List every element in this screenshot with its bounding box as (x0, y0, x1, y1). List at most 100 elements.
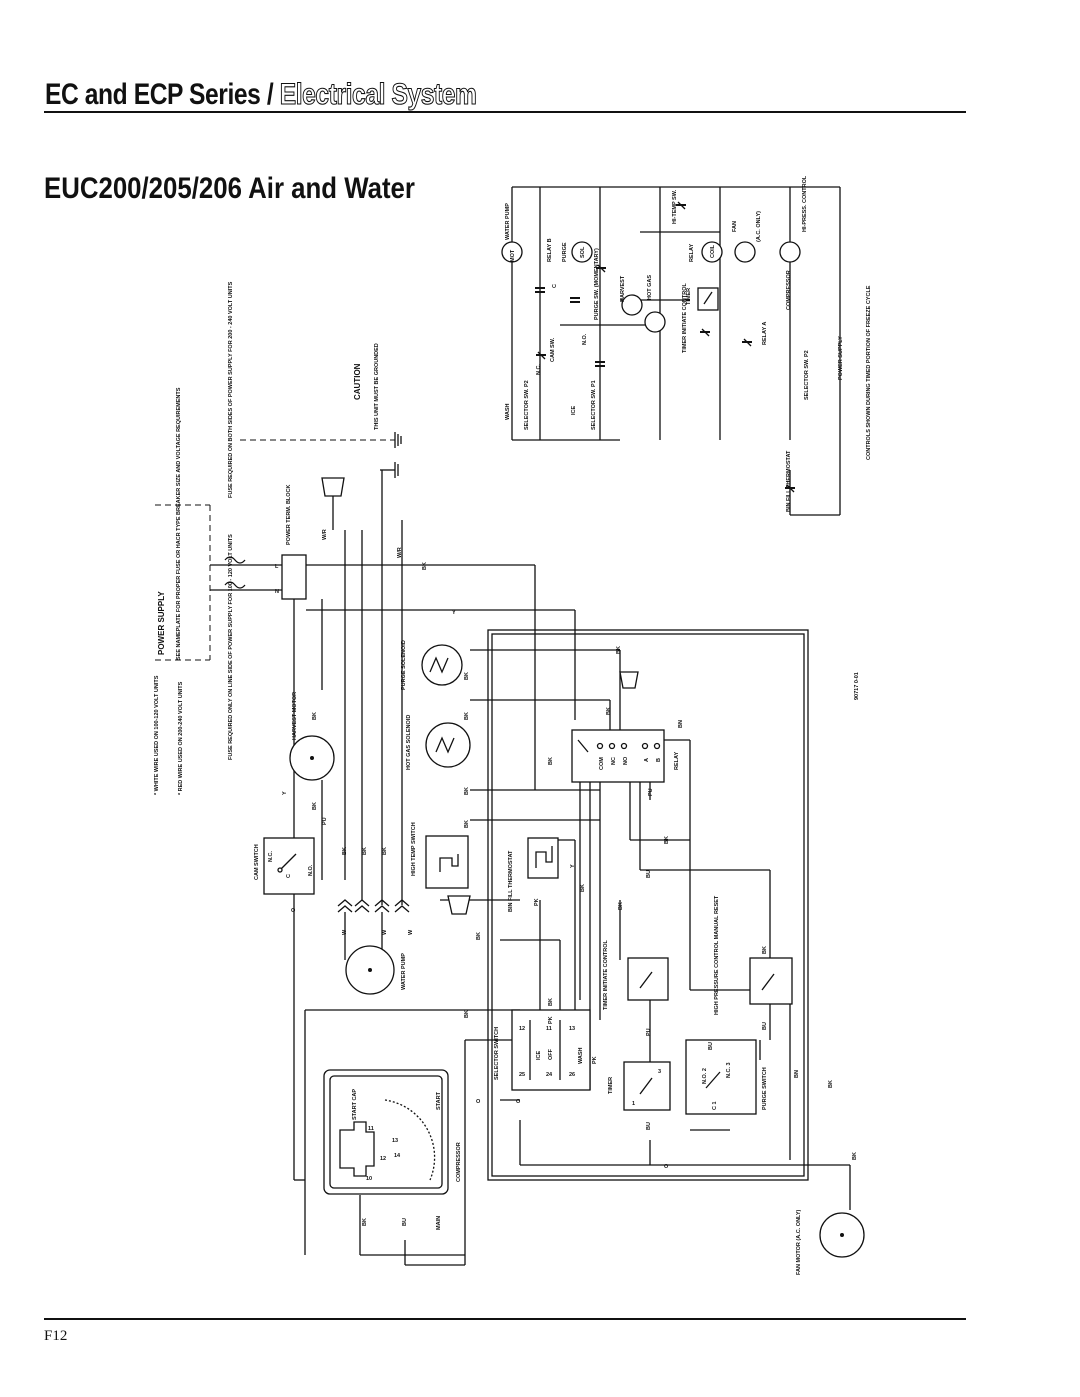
wire-label: BU (762, 1022, 768, 1030)
ladder-label: RELAY B (547, 238, 553, 262)
purge-nc3-label: N.C. 3 (726, 1062, 732, 1078)
wire-label: PK (534, 898, 540, 906)
harvest-motor-label: HARVEST MOTOR (292, 692, 298, 740)
ladder-diagram: WATER PUMP MOT RELAY B PURGE SOL HI-TEMP… (228, 175, 872, 516)
wire-label: Y (282, 791, 288, 795)
wire-label: BK (664, 836, 670, 844)
timer-label: TIMER (608, 1077, 614, 1094)
relay: COM NC NO A B RELAY (571, 729, 680, 783)
wire-label: BK (464, 820, 470, 828)
bin-fill-thermostat-box (527, 837, 559, 879)
wire-label: BK (828, 1080, 834, 1088)
wire-label: BK (580, 884, 586, 892)
ladder-label: PURGE (562, 242, 568, 262)
wire-label: BU (646, 870, 652, 878)
wire-label: BK (464, 712, 470, 720)
page-header: EC and ECP Series / Electrical System (45, 77, 477, 112)
ladder-label: N.O. (582, 333, 588, 345)
relay-com-label: COM (599, 757, 605, 770)
timer-terminal-1: 1 (632, 1101, 635, 1107)
wire-label: BU (402, 1218, 408, 1226)
wire-label: BK (312, 712, 318, 720)
purge-switch-label: PURGE SWITCH (762, 1067, 768, 1110)
control-box-outline (487, 629, 809, 1181)
ladder-hot-gas-sol-icon (644, 311, 666, 333)
bin-fill-thermostat-label: BIN FILL THERMOSTAT (508, 850, 514, 912)
water-pump: WATER PUMP (344, 912, 407, 995)
relay-box (571, 729, 665, 783)
wire-note-2: * RED WIRE USED ON 200-240 VOLT UNITS (178, 681, 184, 795)
selector-switch-label: SELECTOR SWITCH (494, 1027, 500, 1080)
wr-label: W/R (322, 529, 328, 540)
wire-label: Y (452, 610, 456, 616)
caution-note: THIS UNIT MUST BE GROUNDED (374, 343, 380, 430)
cam-switch: CAM SWITCH C N.C. N.O. (254, 837, 315, 895)
high-pressure-label: HIGH PRESSURE CONTROL MANUAL RESET (714, 895, 720, 1015)
relay-nc-label: NC (611, 757, 617, 765)
terminal-26: 26 (569, 1072, 575, 1078)
power-supply-title: POWER SUPPLY (157, 591, 166, 655)
terminal-12: 12 (519, 1026, 525, 1032)
timer-box (623, 1061, 671, 1111)
high-pressure-box (749, 957, 793, 1005)
wire-label: BN (678, 720, 684, 728)
wire-label: BK (618, 902, 624, 910)
header-rule (44, 111, 966, 113)
wire-label: BN (794, 1070, 800, 1078)
wire-label: BK (422, 562, 428, 570)
wire-note-1: * WHITE WIRE USED ON 100-120 VOLT UNITS (154, 675, 160, 795)
ladder-label: SELECTOR SW. P2 (804, 350, 810, 400)
power-supply-note: SEE NAMEPLATE FOR PROPER FUSE OR HACR TY… (176, 387, 182, 660)
ladder-contacts (535, 201, 795, 493)
high-pressure-control: HIGH PRESSURE CONTROL MANUAL RESET (714, 895, 793, 1015)
compressor-relay-icon (339, 1121, 375, 1177)
wire-label: Y (570, 864, 576, 868)
ladder-timer-switch (703, 291, 713, 305)
bin-fill-thermostat: BIN FILL THERMOSTAT (508, 837, 559, 912)
high-temp-switch-box (425, 835, 469, 889)
ladder-label: HOT GAS (647, 275, 653, 300)
selector-switch: SELECTOR SWITCH ICE OFF WASH 12 11 13 25… (494, 1009, 591, 1091)
ladder-water-pump-motor-icon (501, 241, 523, 263)
header-main: EC and ECP Series / (45, 78, 274, 111)
ladder-label: COMPRESSOR (786, 270, 792, 310)
purge-solenoid-label: PURGE SOLENOID (401, 640, 407, 690)
cam-nc-label: N.C. (268, 851, 274, 862)
harvest-motor: HARVEST MOTOR (289, 692, 335, 781)
drawing-number: 90717 0-01 (854, 672, 860, 700)
wire-label: BK (616, 646, 622, 654)
wire-label: BK (476, 932, 482, 940)
purge-no2-label: N.O. 2 (702, 1068, 708, 1084)
power-term-block (281, 554, 307, 600)
wire-label: BK (852, 1152, 858, 1160)
relay-a-label: A (644, 758, 650, 762)
wire-label: BU (708, 1042, 714, 1050)
ladder-fan-motor-icon (734, 241, 756, 263)
wire-label: PK (548, 1016, 554, 1024)
purge-switch-box (685, 1039, 757, 1115)
terminal-25: 25 (519, 1072, 525, 1078)
water-pump-label: WATER PUMP (401, 953, 407, 990)
terminal-13: 13 (569, 1026, 575, 1032)
wire-label: BK (464, 787, 470, 795)
power-term-label: POWER TERM. BLOCK (286, 484, 292, 545)
wire-label: PU (648, 788, 654, 796)
ladder-label: RELAY (689, 244, 695, 262)
timer-initiate-label: TIMER INITIATE CONTROL (603, 939, 609, 1010)
wire-label: W (408, 929, 414, 935)
wire-label: BK (548, 998, 554, 1006)
ladder-label: HARVEST (620, 275, 626, 302)
neutral-terminal-label: N (275, 589, 279, 595)
ladder-left-label: SELECTOR SW. P1 (591, 380, 597, 430)
ladder-label: HI-PRESS. CONTROL (802, 175, 808, 232)
ladder-left-label: SELECTOR SW. P2 (524, 380, 530, 430)
terminal-11: 11 (546, 1026, 552, 1032)
ladder-label: (A.C. ONLY) (756, 211, 762, 242)
page-number: F12 (44, 1328, 68, 1344)
diagram-title: EUC200/205/206 Air and Water (44, 172, 415, 205)
hot-gas-solenoid-icon (425, 722, 471, 768)
selector-switch-box (511, 1009, 591, 1091)
fuse-120-note: FUSE REQUIRED ONLY ON LINE SIDE OF POWER… (228, 534, 234, 760)
wr-label-2: W/R (397, 547, 403, 558)
ladder-label: HI-TEMP SW. (672, 189, 678, 224)
